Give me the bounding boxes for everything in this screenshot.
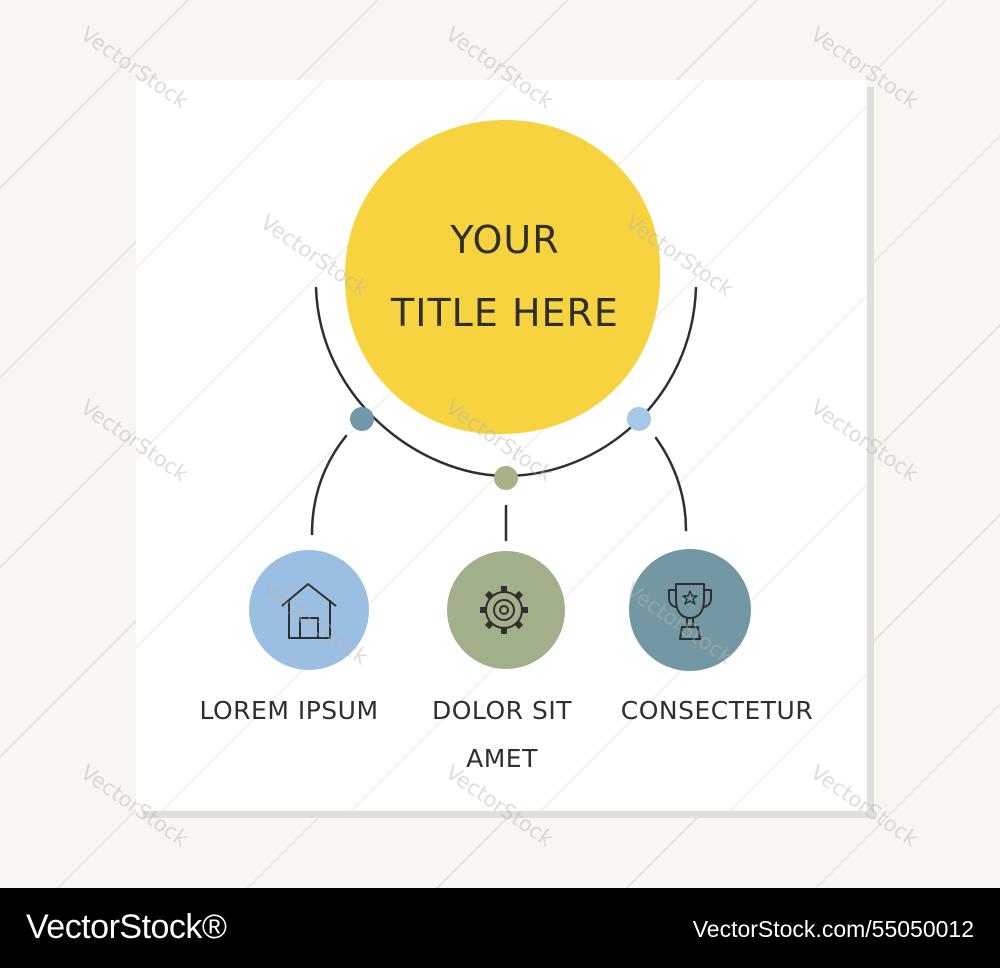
item-label-lorem: LOREM IPSUM [199, 696, 379, 725]
footer-image-url: VectorStock.com/55050012 [692, 916, 974, 942]
item-circle-lorem [249, 550, 369, 670]
house-icon [281, 583, 337, 639]
branch-line-right [654, 436, 688, 532]
gear-icon [480, 586, 528, 634]
title-line-1: YOUR [450, 218, 560, 262]
item-label-consectetur: CONSECTETUR [620, 696, 814, 725]
item-label-dolor-line1: DOLOR SIT [432, 696, 572, 725]
footer-bar: VectorStock® VectorStock.com/55050012 [0, 888, 1000, 968]
item-label-dolor-line2: AMET [466, 744, 538, 773]
item-circle-consectetur [629, 549, 751, 671]
title-line-2: TITLE HERE [391, 291, 619, 335]
trophy-icon [668, 583, 712, 640]
footer-brand-logo: VectorStock® [26, 908, 227, 946]
title-circle [344, 119, 661, 435]
node-dot-left [350, 407, 374, 431]
item-circle-dolor [447, 551, 565, 669]
node-dot-center [494, 466, 518, 490]
branch-line-left [310, 434, 348, 536]
node-dot-right [627, 407, 651, 431]
diagram-canvas [249, 119, 751, 671]
